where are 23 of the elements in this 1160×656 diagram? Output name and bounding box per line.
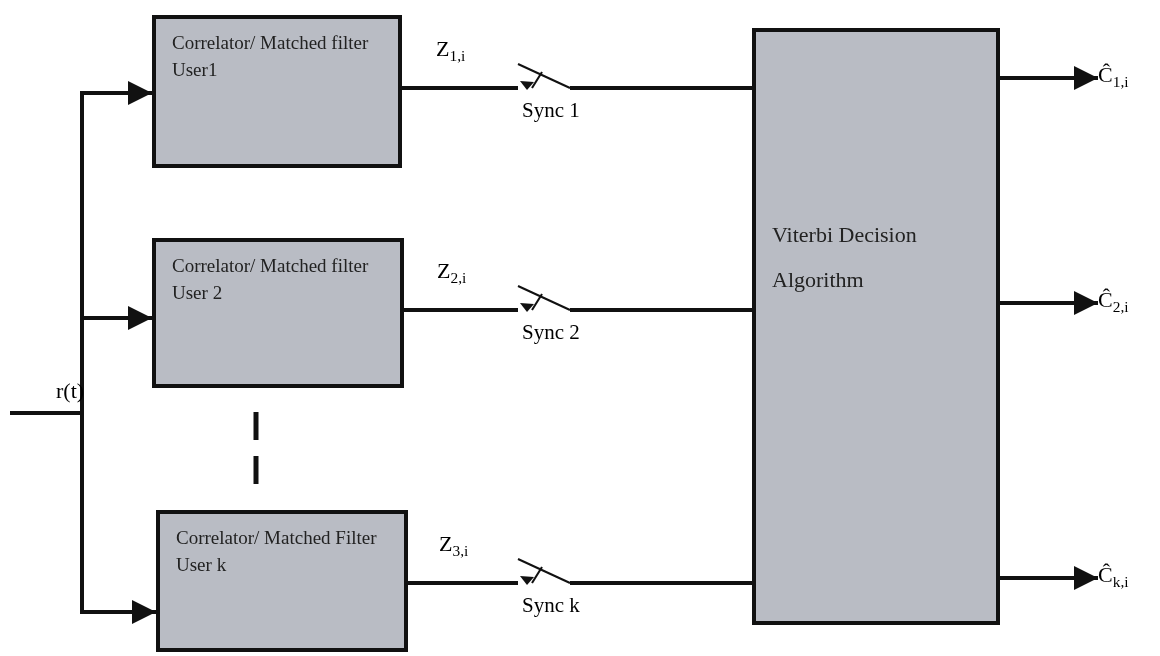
connector (1000, 66, 1098, 90)
block-label: Viterbi Decision Algorithm (772, 221, 918, 294)
switch-label: Sync k (522, 593, 580, 618)
process-box (152, 15, 402, 168)
connector (404, 308, 518, 312)
process-box (752, 28, 1000, 625)
output-label: Ĉ$_{1,i}$ (1098, 62, 1129, 92)
connector (402, 86, 518, 90)
process-box (152, 238, 404, 388)
block-label: Correlator/ Matched Filter User k (176, 526, 378, 577)
connector (570, 86, 752, 90)
connector (570, 308, 752, 312)
connector (1000, 291, 1098, 315)
connector (1000, 566, 1098, 590)
output-label: Ĉ$_{k,i}$ (1098, 562, 1129, 592)
switch-label: Sync 2 (522, 320, 580, 345)
switch-label: Sync 1 (522, 98, 580, 123)
process-box (156, 510, 408, 652)
connector (570, 581, 752, 585)
block-label: Correlator/ Matched filter User1 (172, 31, 370, 82)
connector (408, 581, 518, 585)
output-label: Ĉ$_{2,i}$ (1098, 287, 1129, 317)
block-label: Correlator/ Matched filter User 2 (172, 254, 370, 305)
